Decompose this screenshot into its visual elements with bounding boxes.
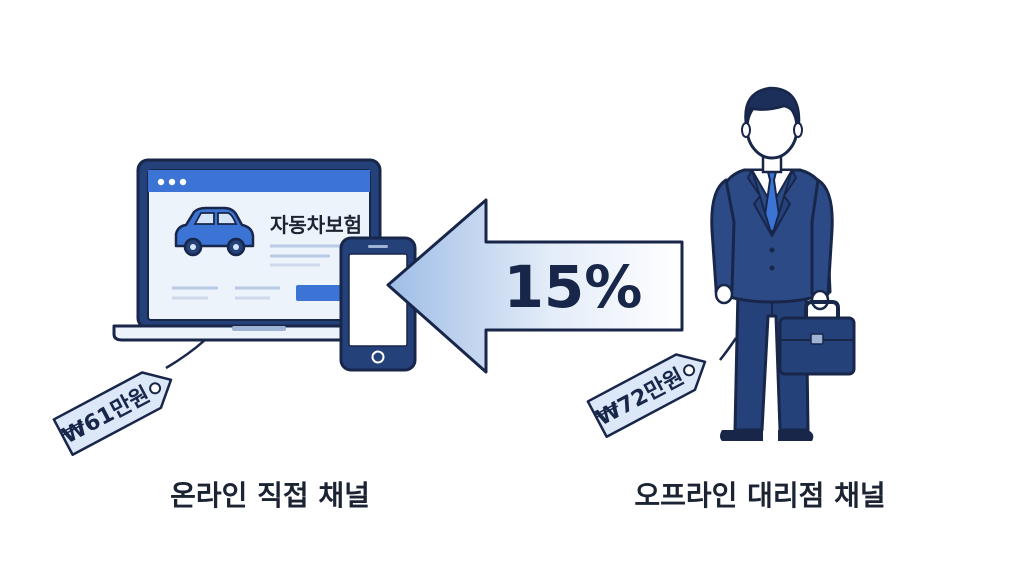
price-tag-icon: ₩72만원 [586, 337, 738, 439]
smartphone-icon [339, 236, 417, 372]
online-channel-caption: 온라인 직접 채널 [170, 479, 370, 512]
percent-label: 15% [504, 253, 643, 321]
discount-arrow: 15% [386, 198, 684, 374]
screen-title: 자동차보험 [270, 213, 362, 237]
price-tag-icon: ₩61만원 [52, 339, 206, 457]
offline-channel-caption: 오프라인 대리점 채널 [634, 479, 886, 512]
car-icon [174, 206, 255, 257]
briefcase-icon [778, 300, 856, 376]
agent-person-icon [710, 86, 834, 441]
